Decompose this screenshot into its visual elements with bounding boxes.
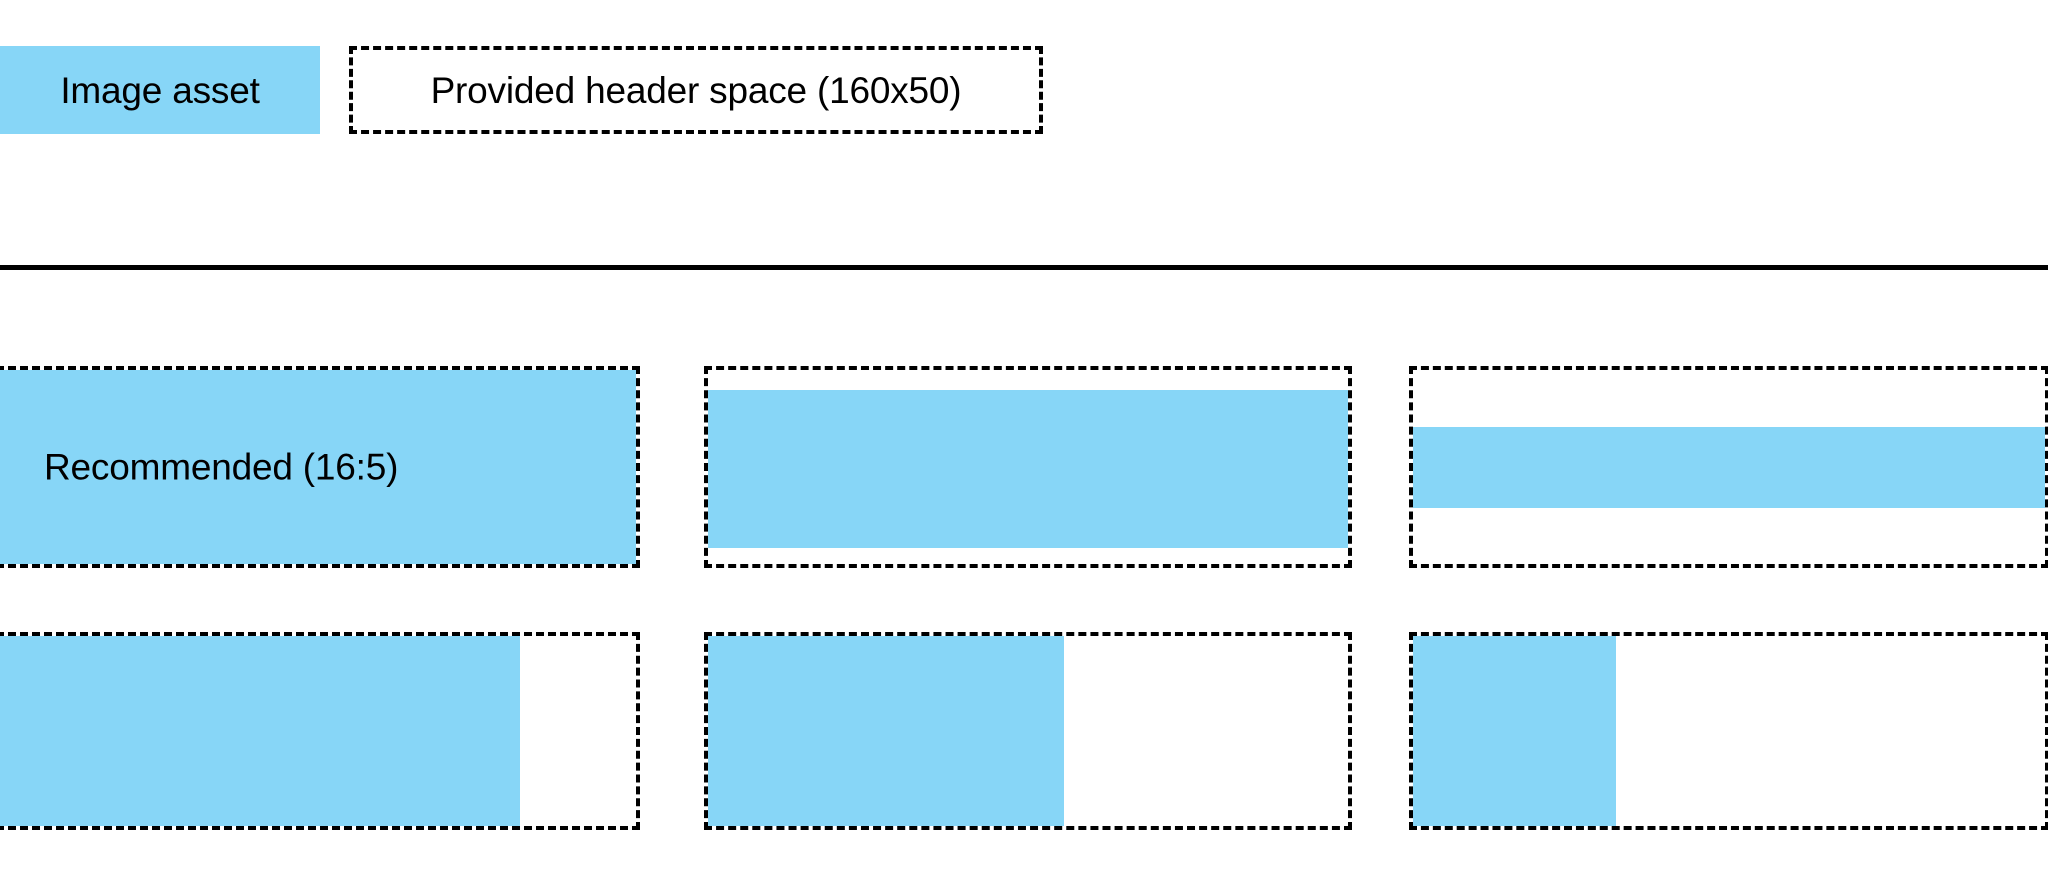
example-cell-center-band bbox=[1409, 366, 2048, 568]
section-divider bbox=[0, 265, 2048, 270]
example-fill-inset-vertical bbox=[708, 390, 1348, 548]
example-fill-recommended bbox=[0, 370, 636, 564]
example-cell-medium-partial bbox=[704, 632, 1352, 830]
example-cell-inset-vertical bbox=[704, 366, 1352, 568]
example-fill-medium-partial bbox=[708, 636, 1064, 826]
example-fill-narrow-partial bbox=[1413, 636, 1616, 826]
legend-image-asset-label: Image asset bbox=[60, 69, 260, 111]
example-fill-center-band bbox=[1413, 427, 2045, 508]
example-cell-narrow-partial bbox=[1409, 632, 2048, 830]
example-label-recommended: Recommended (16:5) bbox=[44, 446, 399, 488]
legend-image-asset-swatch: Image asset bbox=[0, 46, 320, 134]
legend-provided-space-box: Provided header space (160x50) bbox=[349, 46, 1043, 134]
example-cell-wide-partial bbox=[0, 632, 640, 830]
legend-provided-space-label: Provided header space (160x50) bbox=[430, 69, 962, 111]
example-cell-recommended: Recommended (16:5) bbox=[0, 366, 640, 568]
legend-row: Image asset Provided header space (160x5… bbox=[0, 46, 2048, 134]
example-fill-wide-partial bbox=[0, 636, 520, 826]
